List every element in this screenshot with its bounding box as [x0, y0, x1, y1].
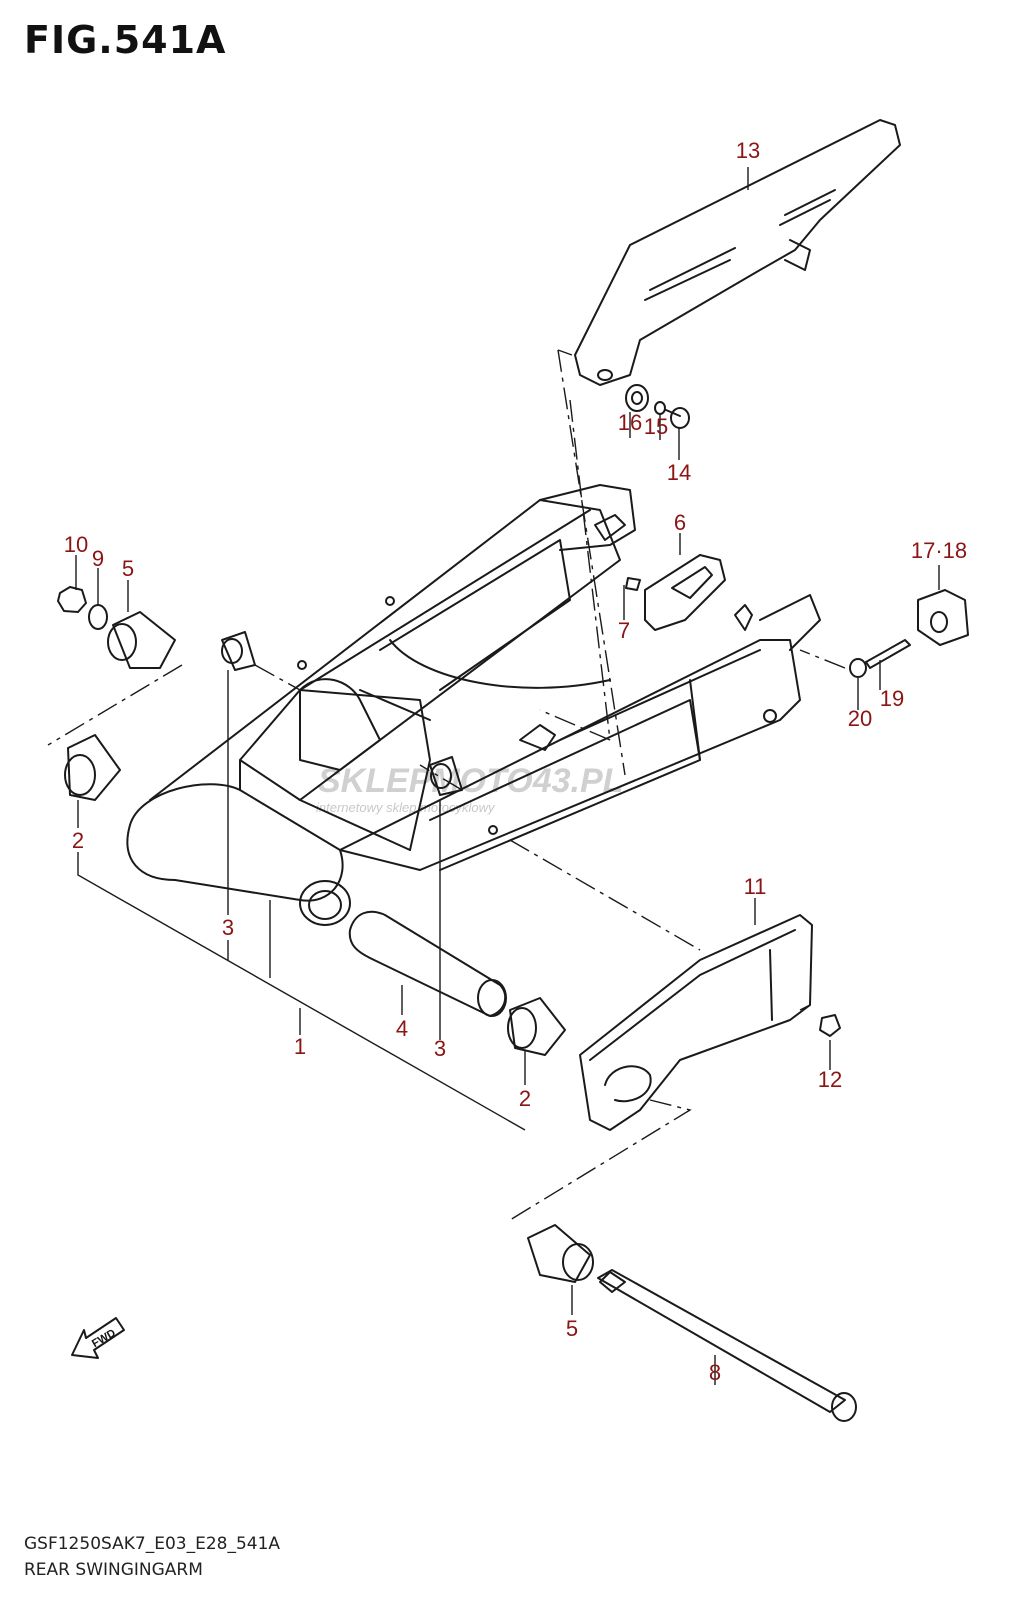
spacer-and-bearing [348, 910, 566, 1056]
chain-case [579, 914, 841, 1131]
figure-name: REAR SWINGINGARM [24, 1560, 203, 1580]
callout-16: 16 [618, 410, 642, 435]
pivot-shaft-and-collar [527, 1224, 857, 1422]
chain-guard [574, 119, 901, 386]
callout-1: 1 [294, 1034, 306, 1059]
callout-13: 13 [736, 138, 760, 163]
callout-2-right: 2 [519, 1086, 531, 1111]
callout-14: 14 [667, 460, 691, 485]
callout-7: 7 [618, 618, 630, 643]
leader-lines [75, 167, 940, 1385]
callout-8: 8 [709, 1360, 721, 1385]
callout-3-left: 3 [222, 915, 234, 940]
callout-15: 15 [644, 414, 668, 439]
chain-guard-fasteners [625, 384, 690, 429]
callout-5-upper: 5 [122, 556, 134, 581]
callout-19: 19 [880, 686, 904, 711]
callout-20: 20 [848, 706, 872, 731]
callout-4: 4 [396, 1016, 408, 1041]
callout-3-right: 3 [434, 1036, 446, 1061]
callout-6: 6 [674, 510, 686, 535]
swingarm-body [126, 484, 821, 926]
callout-9: 9 [92, 546, 104, 571]
figure-title: FIG.541A [24, 18, 227, 62]
bracket-assembly [625, 554, 726, 631]
fwd-label: FWD [90, 1327, 118, 1350]
watermark-brand: SKLEPMOTO43.PL [318, 762, 623, 800]
callout-17-18: 17·18 [911, 538, 967, 563]
callout-12: 12 [818, 1067, 842, 1092]
assembly-lines [47, 349, 846, 1221]
callout-11: 11 [744, 874, 767, 899]
fwd-arrow-icon: FWD [71, 1317, 125, 1359]
chain-adjuster [849, 589, 969, 678]
callout-5-lower: 5 [566, 1316, 578, 1341]
model-code: GSF1250SAK7_E03_E28_541A [24, 1534, 281, 1554]
callout-10: 10 [64, 532, 88, 557]
callout-2-left: 2 [72, 828, 84, 853]
